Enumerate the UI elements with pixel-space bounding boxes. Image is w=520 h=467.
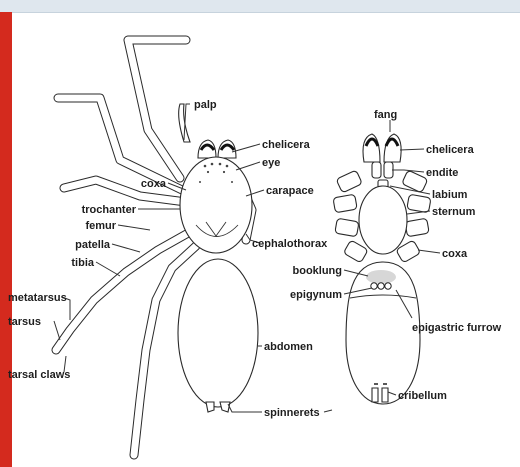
label-patella: patella	[75, 239, 111, 251]
label-abdomen: abdomen	[264, 341, 313, 353]
spinneret-shape	[206, 402, 214, 412]
label-coxa-dorsal: coxa	[141, 178, 167, 190]
label-femur: femur	[85, 220, 116, 232]
label-cephalothorax: cephalothorax	[252, 238, 328, 250]
label-tarsus: tarsus	[8, 316, 41, 328]
label-labium: labium	[432, 189, 468, 201]
abdomen-shape	[178, 259, 258, 407]
epigynum-shape	[371, 283, 391, 289]
label-trochanter: trochanter	[82, 204, 137, 216]
endite-shape	[372, 162, 381, 178]
label-chelicera-dorsal: chelicera	[262, 139, 311, 151]
endite-shape	[384, 162, 393, 178]
sternum-shape	[359, 186, 407, 254]
cribellum-shape	[372, 388, 378, 402]
label-epigastric-furrow: epigastric furrow	[412, 322, 502, 334]
label-fang: fang	[374, 109, 397, 121]
label-coxa-ventral: coxa	[442, 248, 468, 260]
label-eye: eye	[262, 157, 280, 169]
label-sternum: sternum	[432, 206, 476, 218]
label-palp: palp	[194, 99, 217, 111]
cribellum-shape	[382, 388, 388, 402]
label-tarsal-claws: tarsal claws	[8, 369, 70, 381]
carapace-shape	[180, 157, 252, 253]
label-chelicera-ventral: chelicera	[426, 144, 475, 156]
booklung-patch	[366, 270, 396, 284]
label-booklung: booklung	[293, 265, 343, 277]
label-spinnerets: spinnerets	[264, 407, 320, 419]
label-carapace: carapace	[266, 185, 314, 197]
label-endite: endite	[426, 167, 458, 179]
spinneret-shape	[220, 402, 230, 412]
labels: palp chelicera eye carapace coxa trochan…	[8, 99, 502, 419]
label-metatarsus: metatarsus	[8, 292, 67, 304]
label-cribellum: cribellum	[398, 390, 447, 402]
ventral-view	[333, 134, 431, 404]
label-epigynum: epigynum	[290, 289, 342, 301]
label-tibia: tibia	[71, 257, 94, 269]
